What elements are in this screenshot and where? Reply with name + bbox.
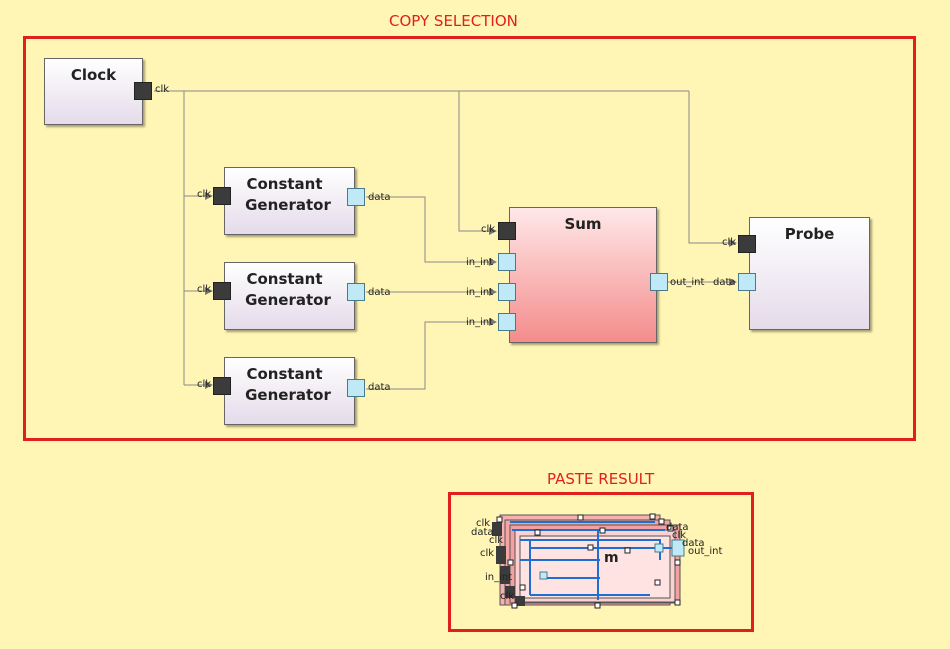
probe-clk-port[interactable] xyxy=(738,235,756,253)
probe-block[interactable]: Probe xyxy=(749,217,870,330)
sum-in-int-label-2: in_int xyxy=(466,287,494,298)
selection-handle-14 xyxy=(519,584,526,591)
selection-handle-13 xyxy=(534,529,541,536)
sum-in-int-label-3: in_int xyxy=(466,317,494,328)
selection-handle-7 xyxy=(674,599,681,606)
pasted-label-clk-1: clk xyxy=(476,518,491,529)
constant-generator-3-clk-port[interactable] xyxy=(213,377,231,395)
pasted-label-clk-3: clk xyxy=(480,548,495,559)
pasted-label-in-int: in_int xyxy=(485,572,513,583)
sum-out-int-port[interactable] xyxy=(650,273,668,291)
sum-in-int-port-1[interactable] xyxy=(498,253,516,271)
pasted-sum-title-fragment: m xyxy=(604,550,619,566)
paste-result-frame xyxy=(448,492,754,632)
selection-handle-6 xyxy=(674,559,681,566)
selection-handle-8 xyxy=(594,602,601,609)
pasted-label-out-int: out_int xyxy=(688,546,723,557)
sum-block[interactable]: Sum xyxy=(509,207,657,343)
clock-title: Clock xyxy=(70,66,117,84)
constant-generator-2-data-label: data xyxy=(368,287,391,298)
probe-data-label: data xyxy=(713,277,736,288)
selection-handle-15 xyxy=(654,579,661,586)
constant-generator-1-title-line2: Generator xyxy=(245,196,331,214)
constant-generator-3-title-line1: Constant xyxy=(246,365,323,383)
selection-handle-9 xyxy=(511,602,518,609)
constant-generator-3-data-port[interactable] xyxy=(347,379,365,397)
copy-selection-title: COPY SELECTION xyxy=(389,12,518,30)
selection-handle-4 xyxy=(658,518,665,525)
sum-clk-port[interactable] xyxy=(498,222,516,240)
pasted-clk-port-2 xyxy=(496,546,506,564)
constant-generator-1-data-label: data xyxy=(368,192,391,203)
pasted-wire-3 xyxy=(520,539,661,560)
wire-data3-sum xyxy=(366,318,497,390)
constant-generator-3-title-line2: Generator xyxy=(245,386,331,404)
constant-generator-3-data-label: data xyxy=(368,382,391,393)
clock-clk-port[interactable] xyxy=(134,82,152,100)
constant-generator-2-title-line2: Generator xyxy=(245,291,331,309)
pasted-clk-port-4 xyxy=(505,586,515,598)
constant-generator-1-clk-port[interactable] xyxy=(213,187,231,205)
pasted-block-5 xyxy=(519,535,671,599)
selection-handle-11 xyxy=(587,544,594,551)
pasted-clk-port-3 xyxy=(500,566,510,584)
constant-generator-1-data-port[interactable] xyxy=(347,188,365,206)
pasted-label-clk-4: clk xyxy=(500,591,515,602)
sum-clk-label: clk xyxy=(481,224,496,235)
probe-data-port[interactable] xyxy=(738,273,756,291)
pasted-label-data-1: data xyxy=(471,527,494,538)
pasted-clk-port-5 xyxy=(515,596,525,606)
constant-generator-3-clk-label: clk xyxy=(197,379,212,390)
selection-handle-12 xyxy=(599,527,606,534)
pasted-label-data-r1: data xyxy=(666,522,689,533)
probe-title: Probe xyxy=(784,225,835,243)
pasted-light-port-3 xyxy=(539,571,548,580)
pasted-light-port-1 xyxy=(671,539,685,557)
sum-in-int-port-3[interactable] xyxy=(498,313,516,331)
probe-clk-label: clk xyxy=(722,237,737,248)
selection-handle-16 xyxy=(624,547,631,554)
paste-result-title: PASTE RESULT xyxy=(547,470,655,488)
selection-handle-3 xyxy=(649,513,656,520)
constant-generator-2-clk-port[interactable] xyxy=(213,282,231,300)
selection-handle-1 xyxy=(496,516,503,523)
constant-generator-1-clk-label: clk xyxy=(197,189,212,200)
constant-generator-block-3[interactable]: Constant Generator xyxy=(224,357,355,425)
clock-block[interactable]: Clock xyxy=(44,58,143,125)
sum-in-int-label-1: in_int xyxy=(466,257,494,268)
sum-title: Sum xyxy=(564,215,602,233)
pasted-light-port-2 xyxy=(654,543,664,553)
constant-generator-block-1[interactable]: Constant Generator xyxy=(224,167,355,235)
constant-generator-1-title-line1: Constant xyxy=(246,175,323,193)
wire-clk-sum xyxy=(458,91,497,235)
pasted-label-clk-r1: clk xyxy=(672,530,687,541)
copy-selection-frame xyxy=(23,36,916,441)
clock-clk-port-label: clk xyxy=(155,84,170,95)
pasted-label-clk-2: clk xyxy=(489,535,504,546)
wire-clk-probe xyxy=(688,91,737,247)
pasted-label-data-r2: data xyxy=(682,538,705,549)
constant-generator-2-data-port[interactable] xyxy=(347,283,365,301)
sum-in-int-port-2[interactable] xyxy=(498,283,516,301)
constant-generator-2-title-line1: Constant xyxy=(246,270,323,288)
sum-out-int-label: out_int xyxy=(670,277,705,288)
selection-handle-5 xyxy=(667,525,674,532)
wire-data1-sum xyxy=(366,196,497,266)
selection-handle-10 xyxy=(507,559,514,566)
selection-handle-2 xyxy=(577,514,584,521)
constant-generator-2-clk-label: clk xyxy=(197,284,212,295)
pasted-clk-port-1 xyxy=(492,522,502,536)
